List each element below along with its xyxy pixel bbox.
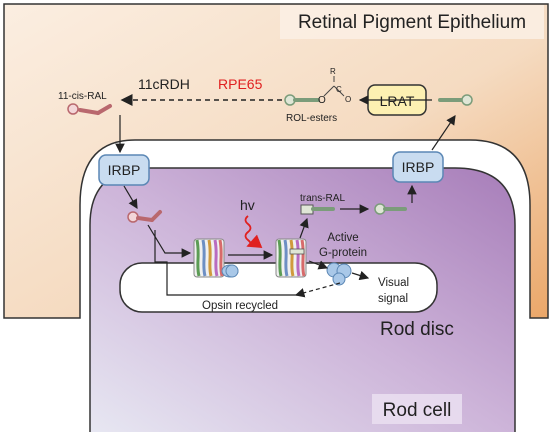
g-protein-activation-arrow: [308, 260, 329, 270]
visual-label: Visual: [378, 277, 409, 289]
lrat-label: LRAT: [380, 93, 415, 109]
cis-ral-label: 11-cis-RAL: [58, 91, 107, 102]
irbp-left-box: [98, 154, 150, 186]
g-protein-active: [326, 262, 352, 286]
rod-cell-title-box: [372, 394, 462, 424]
irbp-to-rod-arrow: [123, 185, 138, 210]
rol-ester-molecule: [284, 76, 345, 106]
irbp-to-rpe-arrow: [431, 115, 456, 151]
signal-arrow: [351, 270, 370, 281]
rod-cell-label: Rod cell: [383, 400, 452, 421]
enzyme-rpe65: RPE65: [218, 76, 263, 92]
irbp-right-label: IRBP: [402, 159, 435, 175]
opsin-recycle-dashed-arrow: [294, 282, 341, 298]
opsin-recycled-label: Opsin recycled: [202, 300, 278, 312]
retinol-molecule-rod: [374, 203, 407, 215]
hv-label: hv: [240, 197, 255, 213]
g-protein-1: [225, 264, 239, 278]
cis-ral-molecule: [67, 103, 112, 115]
cis-ral-molecule-rod: [127, 210, 162, 223]
trans-ral-molecule: [300, 204, 335, 215]
ester-r: R: [330, 67, 336, 76]
rpe-region: [3, 3, 549, 319]
g-protein-label: G-protein: [319, 247, 367, 259]
release-arrow: [299, 217, 309, 239]
opsin-recycle-path: [154, 230, 300, 296]
light-arrow: [244, 215, 263, 248]
active-label: Active: [327, 232, 358, 244]
rhodopsin-activated: [275, 238, 307, 278]
ester-o1: O: [318, 95, 326, 106]
trans-ral-label: trans-RAL: [300, 193, 345, 204]
irbp-left-label: IRBP: [108, 162, 141, 178]
enzyme-11crdh: 11cRDH: [138, 76, 190, 92]
rol-esters-label: ROL-esters: [286, 113, 337, 124]
rpe-title-box: [280, 5, 544, 39]
rpe-title: Retinal Pigment Epithelium: [298, 12, 526, 33]
retinol-molecule-right: [438, 94, 473, 106]
ester-c: C: [336, 85, 342, 94]
irbp-right-box: [392, 151, 444, 183]
ester-o2: O: [345, 95, 351, 104]
rod-disc-label: Rod disc: [380, 319, 454, 340]
cis-ral-to-opsin-arrow: [147, 224, 192, 258]
signal-label: signal: [378, 293, 408, 305]
